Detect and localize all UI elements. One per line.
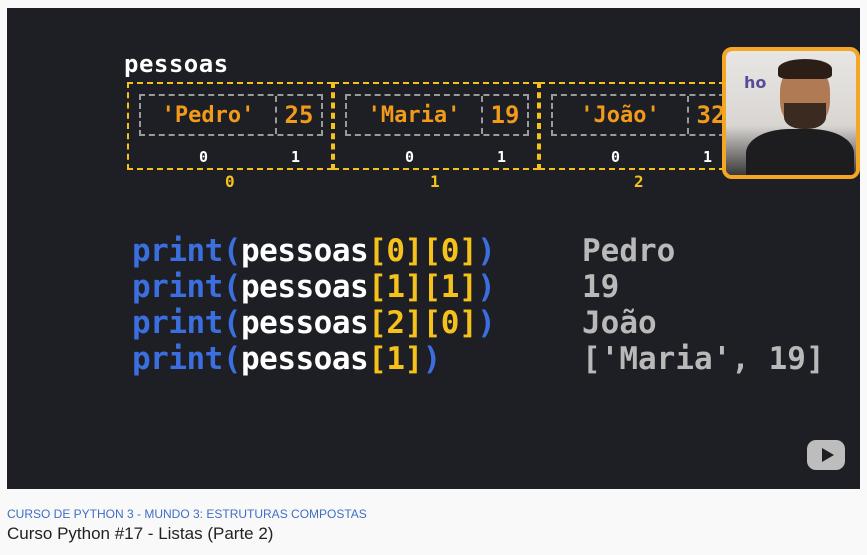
code-line-1: print(pessoas[0][0]) bbox=[132, 233, 496, 269]
list-item-0: 'Pedro' 25 0 1 bbox=[127, 82, 333, 170]
outer-index: 2 bbox=[634, 172, 644, 191]
list-item-2: 'João' 32 0 1 bbox=[539, 82, 745, 170]
paren-open: ( bbox=[222, 305, 242, 341]
sub-index: 0 bbox=[611, 148, 621, 166]
output-line-2: 19 bbox=[582, 269, 620, 305]
item-name: 'Pedro' bbox=[161, 102, 255, 128]
paren-close: ) bbox=[477, 233, 496, 269]
index-expr: [0][0] bbox=[368, 233, 478, 269]
divider bbox=[687, 96, 689, 134]
play-triangle-icon bbox=[821, 448, 834, 462]
playlist-category-link[interactable]: CURSO DE PYTHON 3 - MUNDO 3: ESTRUTURAS … bbox=[7, 507, 367, 521]
var-name: pessoas bbox=[241, 233, 369, 269]
index-expr: [2][0] bbox=[368, 305, 478, 341]
presenter-hair bbox=[778, 59, 832, 79]
code-line-2: print(pessoas[1][1]) bbox=[132, 269, 496, 305]
sub-index: 0 bbox=[199, 148, 209, 166]
sublist-0: 'Pedro' 25 bbox=[139, 94, 323, 136]
sublist-2: 'João' 32 bbox=[551, 94, 735, 136]
divider bbox=[481, 96, 483, 134]
outer-index: 0 bbox=[225, 172, 235, 191]
print-keyword: print bbox=[132, 269, 223, 305]
sub-index: 0 bbox=[405, 148, 415, 166]
var-name: pessoas bbox=[241, 269, 369, 305]
var-name: pessoas bbox=[241, 305, 369, 341]
output-line-3: João bbox=[582, 305, 657, 341]
paren-close: ) bbox=[477, 305, 496, 341]
presenter-webcam: ho bbox=[722, 47, 860, 179]
print-keyword: print bbox=[132, 341, 223, 377]
code-line-4: print(pessoas[1]) bbox=[132, 342, 441, 376]
item-age: 19 bbox=[490, 101, 520, 129]
index-expr: [1][1] bbox=[368, 269, 478, 305]
item-name: 'João' bbox=[580, 102, 660, 128]
sub-index: 1 bbox=[703, 148, 713, 166]
paren-close: ) bbox=[422, 341, 442, 377]
var-name: pessoas bbox=[241, 341, 369, 377]
code-line-3: print(pessoas[2][0]) bbox=[132, 305, 496, 341]
print-keyword: print bbox=[132, 305, 223, 341]
item-age: 32 bbox=[696, 101, 726, 129]
list-item-1: 'Maria' 19 0 1 bbox=[333, 82, 539, 170]
output-line-4: ['Maria', 19] bbox=[582, 341, 825, 377]
video-player[interactable]: pessoas 'Pedro' 25 0 1 0 'Maria' 19 0 1 … bbox=[7, 8, 860, 489]
sub-index: 1 bbox=[497, 148, 507, 166]
paren-open: ( bbox=[222, 233, 242, 269]
divider bbox=[275, 96, 277, 134]
list-variable-name: pessoas bbox=[124, 50, 229, 78]
outer-index: 1 bbox=[430, 172, 440, 191]
video-title[interactable]: Curso Python #17 - Listas (Parte 2) bbox=[7, 524, 274, 543]
sponsor-logo: ho bbox=[744, 73, 767, 92]
index-expr: [1] bbox=[368, 341, 423, 377]
paren-open: ( bbox=[222, 269, 242, 305]
output-line-1: Pedro bbox=[582, 233, 676, 269]
sub-index: 1 bbox=[291, 148, 301, 166]
sublist-1: 'Maria' 19 bbox=[345, 94, 529, 136]
paren-open: ( bbox=[222, 341, 242, 377]
item-name: 'Maria' bbox=[367, 102, 461, 128]
presenter-body bbox=[746, 129, 854, 175]
youtube-play-icon[interactable] bbox=[807, 440, 845, 470]
paren-close: ) bbox=[477, 269, 496, 305]
print-keyword: print bbox=[132, 233, 223, 269]
presenter-beard bbox=[784, 103, 826, 129]
item-age: 25 bbox=[284, 101, 314, 129]
